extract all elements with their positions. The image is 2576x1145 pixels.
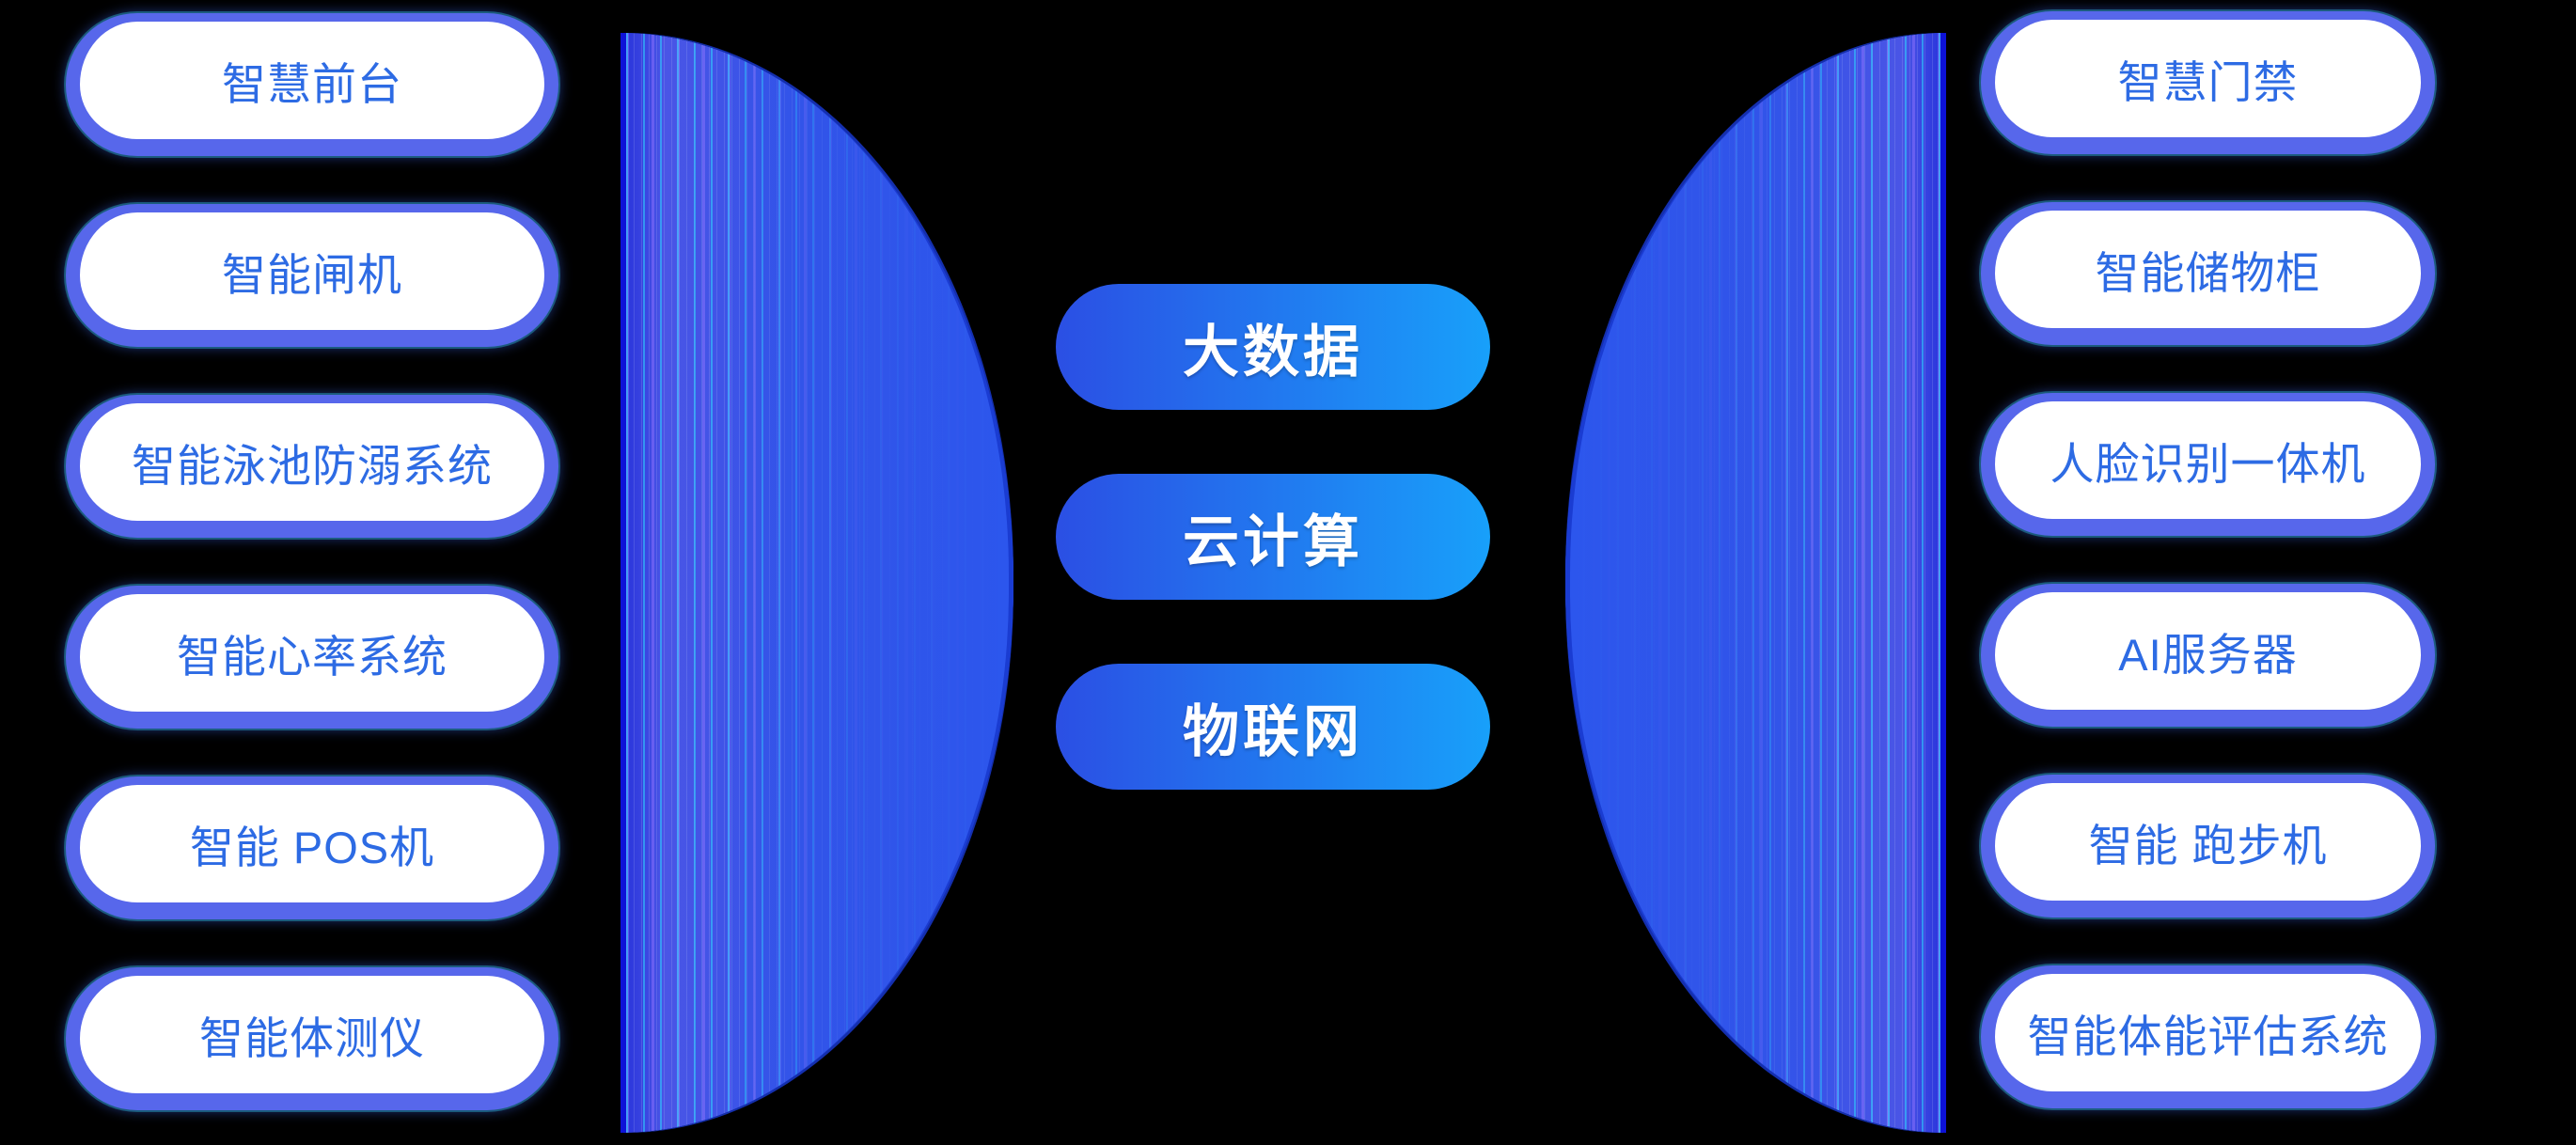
- left-pill-label-2: 智能闸机: [222, 250, 402, 300]
- right-pill-5[interactable]: 智能 跑步机: [1981, 775, 2435, 918]
- right-pill-label-4: AI服务器: [2118, 630, 2298, 680]
- right-pill-label-6: 智能体能评估系统: [2027, 1012, 2389, 1061]
- left-pill-label-3: 智能泳池防溺系统: [132, 441, 493, 491]
- left-lens-shape: [620, 33, 1013, 1133]
- right-pill-label-2: 智能储物柜: [2095, 248, 2321, 298]
- center-pill-2[interactable]: 云计算: [1056, 474, 1490, 600]
- right-lens-shape: [1565, 33, 1946, 1133]
- right-pill-4[interactable]: AI服务器: [1981, 584, 2435, 727]
- right-pill-label-1: 智慧门禁: [2117, 57, 2299, 107]
- center-pill-1[interactable]: 大数据: [1056, 284, 1490, 410]
- right-pill-label-3: 人脸识别一体机: [2050, 439, 2366, 489]
- left-pill-5[interactable]: 智能 POS机: [66, 776, 558, 919]
- left-pill-label-4: 智能心率系统: [177, 632, 448, 682]
- left-pill-label-6: 智能体测仪: [199, 1013, 425, 1063]
- center-column: 大数据云计算物联网: [1056, 284, 1490, 790]
- left-pill-1[interactable]: 智慧前台: [66, 13, 558, 156]
- right-pill-6[interactable]: 智能体能评估系统: [1981, 965, 2435, 1108]
- center-pill-3[interactable]: 物联网: [1056, 664, 1490, 790]
- left-pill-2[interactable]: 智能闸机: [66, 204, 558, 347]
- right-column: 智慧门禁智能储物柜人脸识别一体机 AI服务器智能 跑步机智能体能评估系统: [1981, 11, 2435, 1108]
- left-pill-4[interactable]: 智能心率系统: [66, 586, 558, 729]
- right-pill-1[interactable]: 智慧门禁: [1981, 11, 2435, 154]
- center-pill-label-2: 云计算: [1183, 510, 1363, 573]
- left-pill-label-5: 智能 POS机: [189, 823, 435, 872]
- left-pill-label-1: 智慧前台: [222, 59, 402, 109]
- center-pill-label-3: 物联网: [1183, 699, 1363, 763]
- right-pill-label-5: 智能 跑步机: [2088, 821, 2328, 871]
- left-pill-6[interactable]: 智能体测仪: [66, 967, 558, 1110]
- left-column: 智慧前台智能闸机智能泳池防溺系统智能心率系统智能 POS机智能体测仪: [66, 13, 558, 1110]
- center-pill-label-1: 大数据: [1183, 320, 1363, 384]
- right-pill-3[interactable]: 人脸识别一体机: [1981, 393, 2435, 536]
- left-pill-3[interactable]: 智能泳池防溺系统: [66, 395, 558, 538]
- right-pill-2[interactable]: 智能储物柜: [1981, 202, 2435, 345]
